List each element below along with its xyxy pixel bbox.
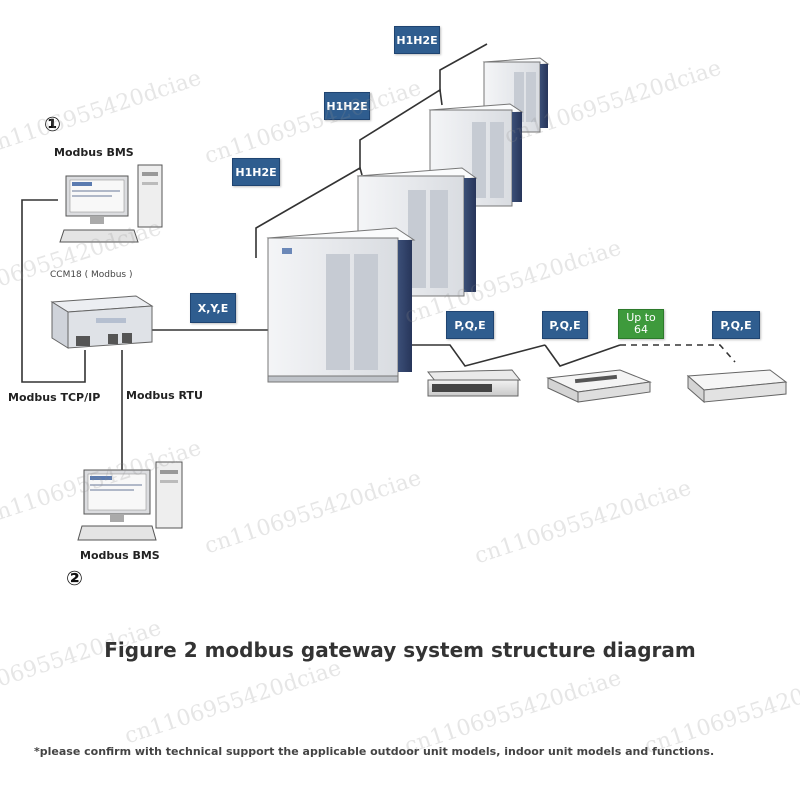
rtu-label: Modbus RTU — [126, 389, 203, 402]
outdoor-unit-1 — [266, 227, 416, 383]
h1h2e-tag-2: H1H2E — [324, 92, 370, 120]
bms-computer-bottom — [77, 461, 183, 541]
pqe-tag-2: P,Q,E — [542, 311, 588, 339]
pqe-wire-3 — [620, 344, 736, 363]
tcp-wire — [21, 199, 86, 383]
indoor-unit-cassette — [546, 369, 652, 403]
up-to-64-tag: Up to 64 — [618, 309, 664, 339]
pqe-wire-2 — [544, 344, 621, 367]
pqe-tag-3: P,Q,E — [712, 311, 760, 339]
bms-bottom-label: Modbus BMS — [80, 549, 160, 562]
support-note: *please confirm with technical support t… — [34, 745, 715, 758]
xye-tag: X,Y,E — [190, 293, 236, 323]
h-wire-2 — [359, 88, 443, 170]
figure-caption: Figure 2 modbus gateway system structure… — [104, 638, 696, 662]
ccm18-gateway — [50, 295, 154, 349]
tcp-label: Modbus TCP/IP — [8, 391, 101, 404]
indoor-unit-duct — [426, 369, 522, 397]
h1h2e-tag-1: H1H2E — [232, 158, 280, 186]
bms-computer-top — [59, 164, 163, 243]
marker-one: ① — [44, 112, 61, 136]
h1h2e-tag-3: H1H2E — [394, 26, 440, 54]
h-wire-3 — [439, 43, 488, 92]
marker-two: ② — [66, 566, 83, 590]
up-to-label: Up to — [626, 311, 656, 324]
pqe-tag-1: P,Q,E — [446, 311, 494, 339]
pqe-wire-1 — [410, 344, 546, 367]
wiring — [21, 43, 736, 470]
h-wire-1 — [255, 166, 363, 258]
outdoor-unit-2 — [356, 167, 478, 297]
bms-top-label: Modbus BMS — [54, 146, 134, 159]
up-to-count: 64 — [634, 323, 648, 336]
gateway-label: CCM18 ( Modbus ) — [50, 270, 133, 280]
indoor-unit-ceiling — [686, 369, 788, 404]
